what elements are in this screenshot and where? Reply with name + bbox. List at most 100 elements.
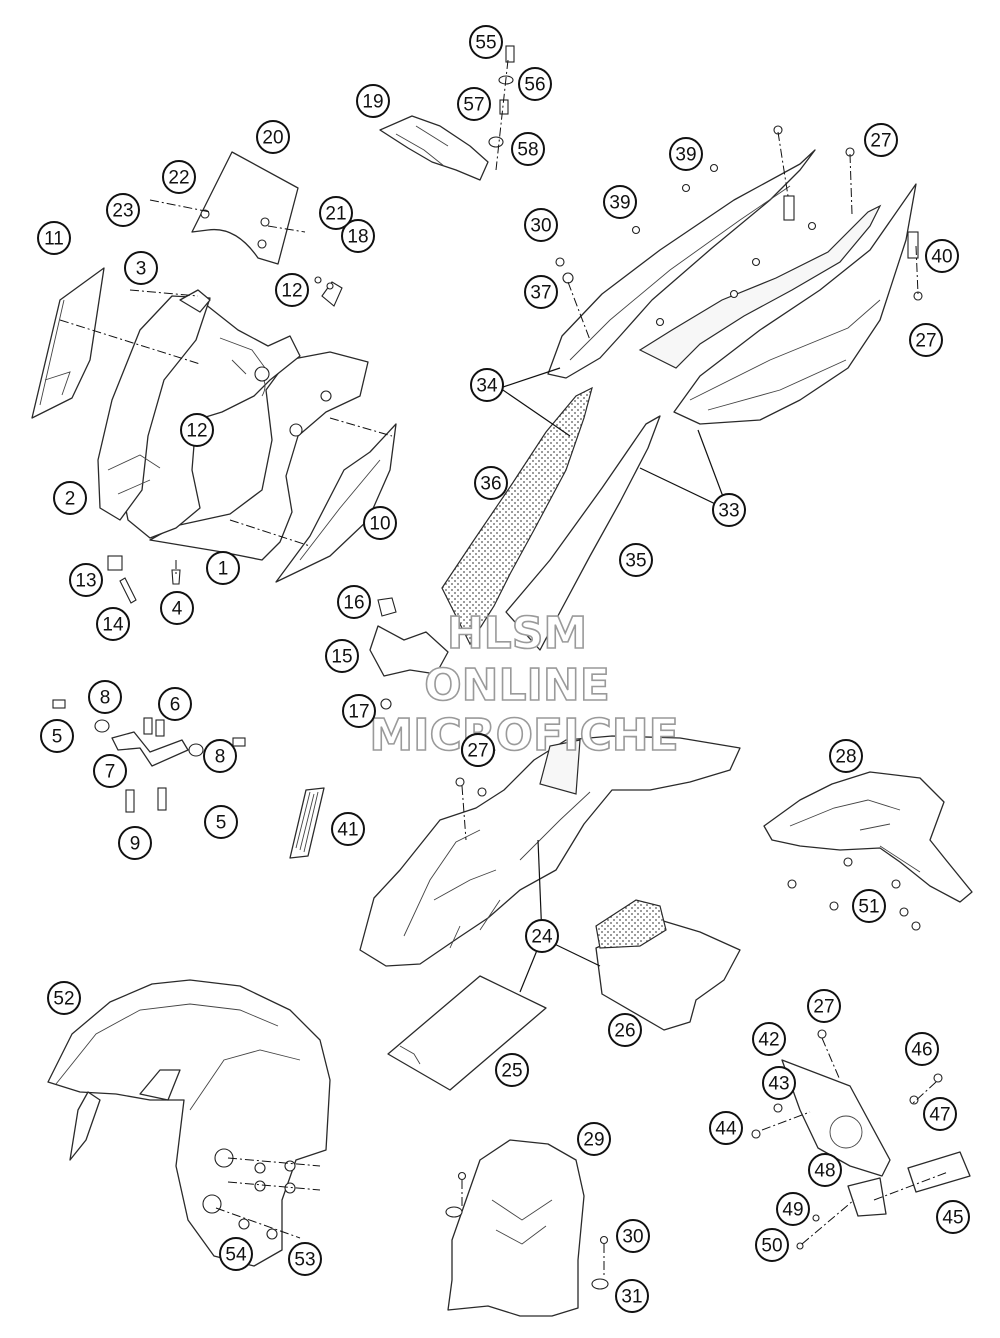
callout-25: 25 — [495, 1053, 529, 1087]
callout-label: 30 — [622, 1227, 643, 1248]
callout-49: 49 — [776, 1192, 810, 1226]
decal — [505, 415, 661, 651]
callout-label: 27 — [813, 997, 834, 1018]
callout-12: 12 — [180, 413, 214, 447]
callout-label: 15 — [331, 647, 352, 668]
hugger — [447, 1139, 585, 1317]
callout-label: 53 — [294, 1250, 315, 1271]
callout-30: 30 — [524, 208, 558, 242]
callout-44: 44 — [709, 1111, 743, 1145]
callout-label: 44 — [715, 1119, 737, 1140]
callout-41: 41 — [331, 812, 365, 846]
windshield — [191, 151, 299, 265]
callout-12: 12 — [275, 273, 309, 307]
callout-34: 34 — [470, 368, 504, 402]
callout-20: 20 — [256, 120, 290, 154]
callout-label: 46 — [911, 1040, 932, 1061]
callout-label: 26 — [614, 1021, 635, 1042]
callout-label: 43 — [768, 1074, 789, 1095]
small-bracket-group — [369, 597, 449, 710]
callout-27: 27 — [807, 989, 841, 1023]
callout-36: 36 — [474, 466, 508, 500]
callout-55: 55 — [469, 25, 503, 59]
callout-label: 3 — [136, 259, 147, 280]
callout-label: 12 — [281, 281, 302, 302]
rear-fender — [359, 735, 741, 967]
callout-label: 49 — [782, 1200, 803, 1221]
watermark: HLSM ONLINE MICROFICHE — [369, 607, 680, 762]
front-fender-group — [47, 979, 331, 1267]
tail-left — [547, 149, 816, 379]
callout-label: 6 — [170, 695, 181, 716]
callout-label: 21 — [325, 204, 346, 225]
callout-label: 20 — [262, 128, 283, 149]
callout-label: 58 — [517, 140, 538, 161]
callout-label: 7 — [105, 762, 116, 783]
fairing-cover — [275, 423, 397, 583]
rear-fender-group — [359, 735, 741, 1091]
callout-label: 14 — [102, 615, 124, 636]
callout-15: 15 — [325, 639, 359, 673]
callout-label: 56 — [524, 75, 545, 96]
callout-label: 9 — [130, 834, 141, 855]
callout-label: 35 — [625, 551, 646, 572]
callout-label: 52 — [53, 989, 74, 1010]
callout-9: 9 — [118, 826, 152, 860]
hugger-group — [445, 1139, 609, 1317]
watermark-line3: MICROFICHE — [369, 710, 678, 761]
callout-51: 51 — [852, 889, 886, 923]
callout-label: 42 — [758, 1030, 779, 1051]
callout-label: 2 — [65, 489, 76, 510]
callout-33: 33 — [712, 493, 746, 527]
callout-6: 6 — [158, 687, 192, 721]
callout-54: 54 — [219, 1237, 253, 1271]
callout-19: 19 — [356, 84, 390, 118]
callout-23: 23 — [106, 193, 140, 227]
callout-16: 16 — [337, 585, 371, 619]
callout-37: 37 — [524, 275, 558, 309]
callout-21: 21 — [319, 196, 353, 230]
callout-label: 40 — [931, 247, 952, 268]
callout-50: 50 — [755, 1228, 789, 1262]
callout-39: 39 — [603, 185, 637, 219]
callout-40: 40 — [925, 239, 959, 273]
callout-18: 18 — [341, 219, 375, 253]
watermark-line1: HLSM — [447, 608, 587, 659]
callout-5: 5 — [204, 805, 238, 839]
callout-label: 51 — [858, 897, 879, 918]
callout-31: 31 — [615, 1279, 649, 1313]
side-panel-left — [31, 267, 105, 419]
callout-3: 3 — [124, 251, 158, 285]
mat — [387, 975, 547, 1091]
callout-4: 4 — [160, 591, 194, 625]
callout-label: 37 — [530, 283, 551, 304]
decal-dotted — [441, 386, 593, 646]
callout-label: 29 — [583, 1130, 604, 1151]
callout-26: 26 — [608, 1013, 642, 1047]
bracket — [379, 115, 489, 181]
callout-5: 5 — [40, 719, 74, 753]
tail-right — [673, 183, 917, 425]
holder-group — [52, 699, 246, 813]
callout-label: 34 — [476, 376, 498, 397]
callout-label: 50 — [761, 1236, 782, 1257]
callout-label: 13 — [75, 571, 96, 592]
callout-label: 24 — [531, 927, 553, 948]
callout-label: 8 — [100, 688, 111, 709]
callout-label: 5 — [52, 727, 63, 748]
callout-label: 12 — [186, 421, 207, 442]
callout-46: 46 — [905, 1032, 939, 1066]
callout-10: 10 — [363, 506, 397, 540]
mount-bracket — [369, 625, 449, 677]
callout-39: 39 — [669, 137, 703, 171]
callout-label: 23 — [112, 201, 133, 222]
callout-label: 30 — [530, 216, 551, 237]
callout-58: 58 — [511, 132, 545, 166]
callout-label: 33 — [718, 501, 739, 522]
plate-holder-group — [751, 1029, 971, 1250]
callout-13: 13 — [69, 563, 103, 597]
callout-30: 30 — [616, 1219, 650, 1253]
callout-label: 1 — [218, 559, 229, 580]
callout-label: 28 — [835, 747, 856, 768]
